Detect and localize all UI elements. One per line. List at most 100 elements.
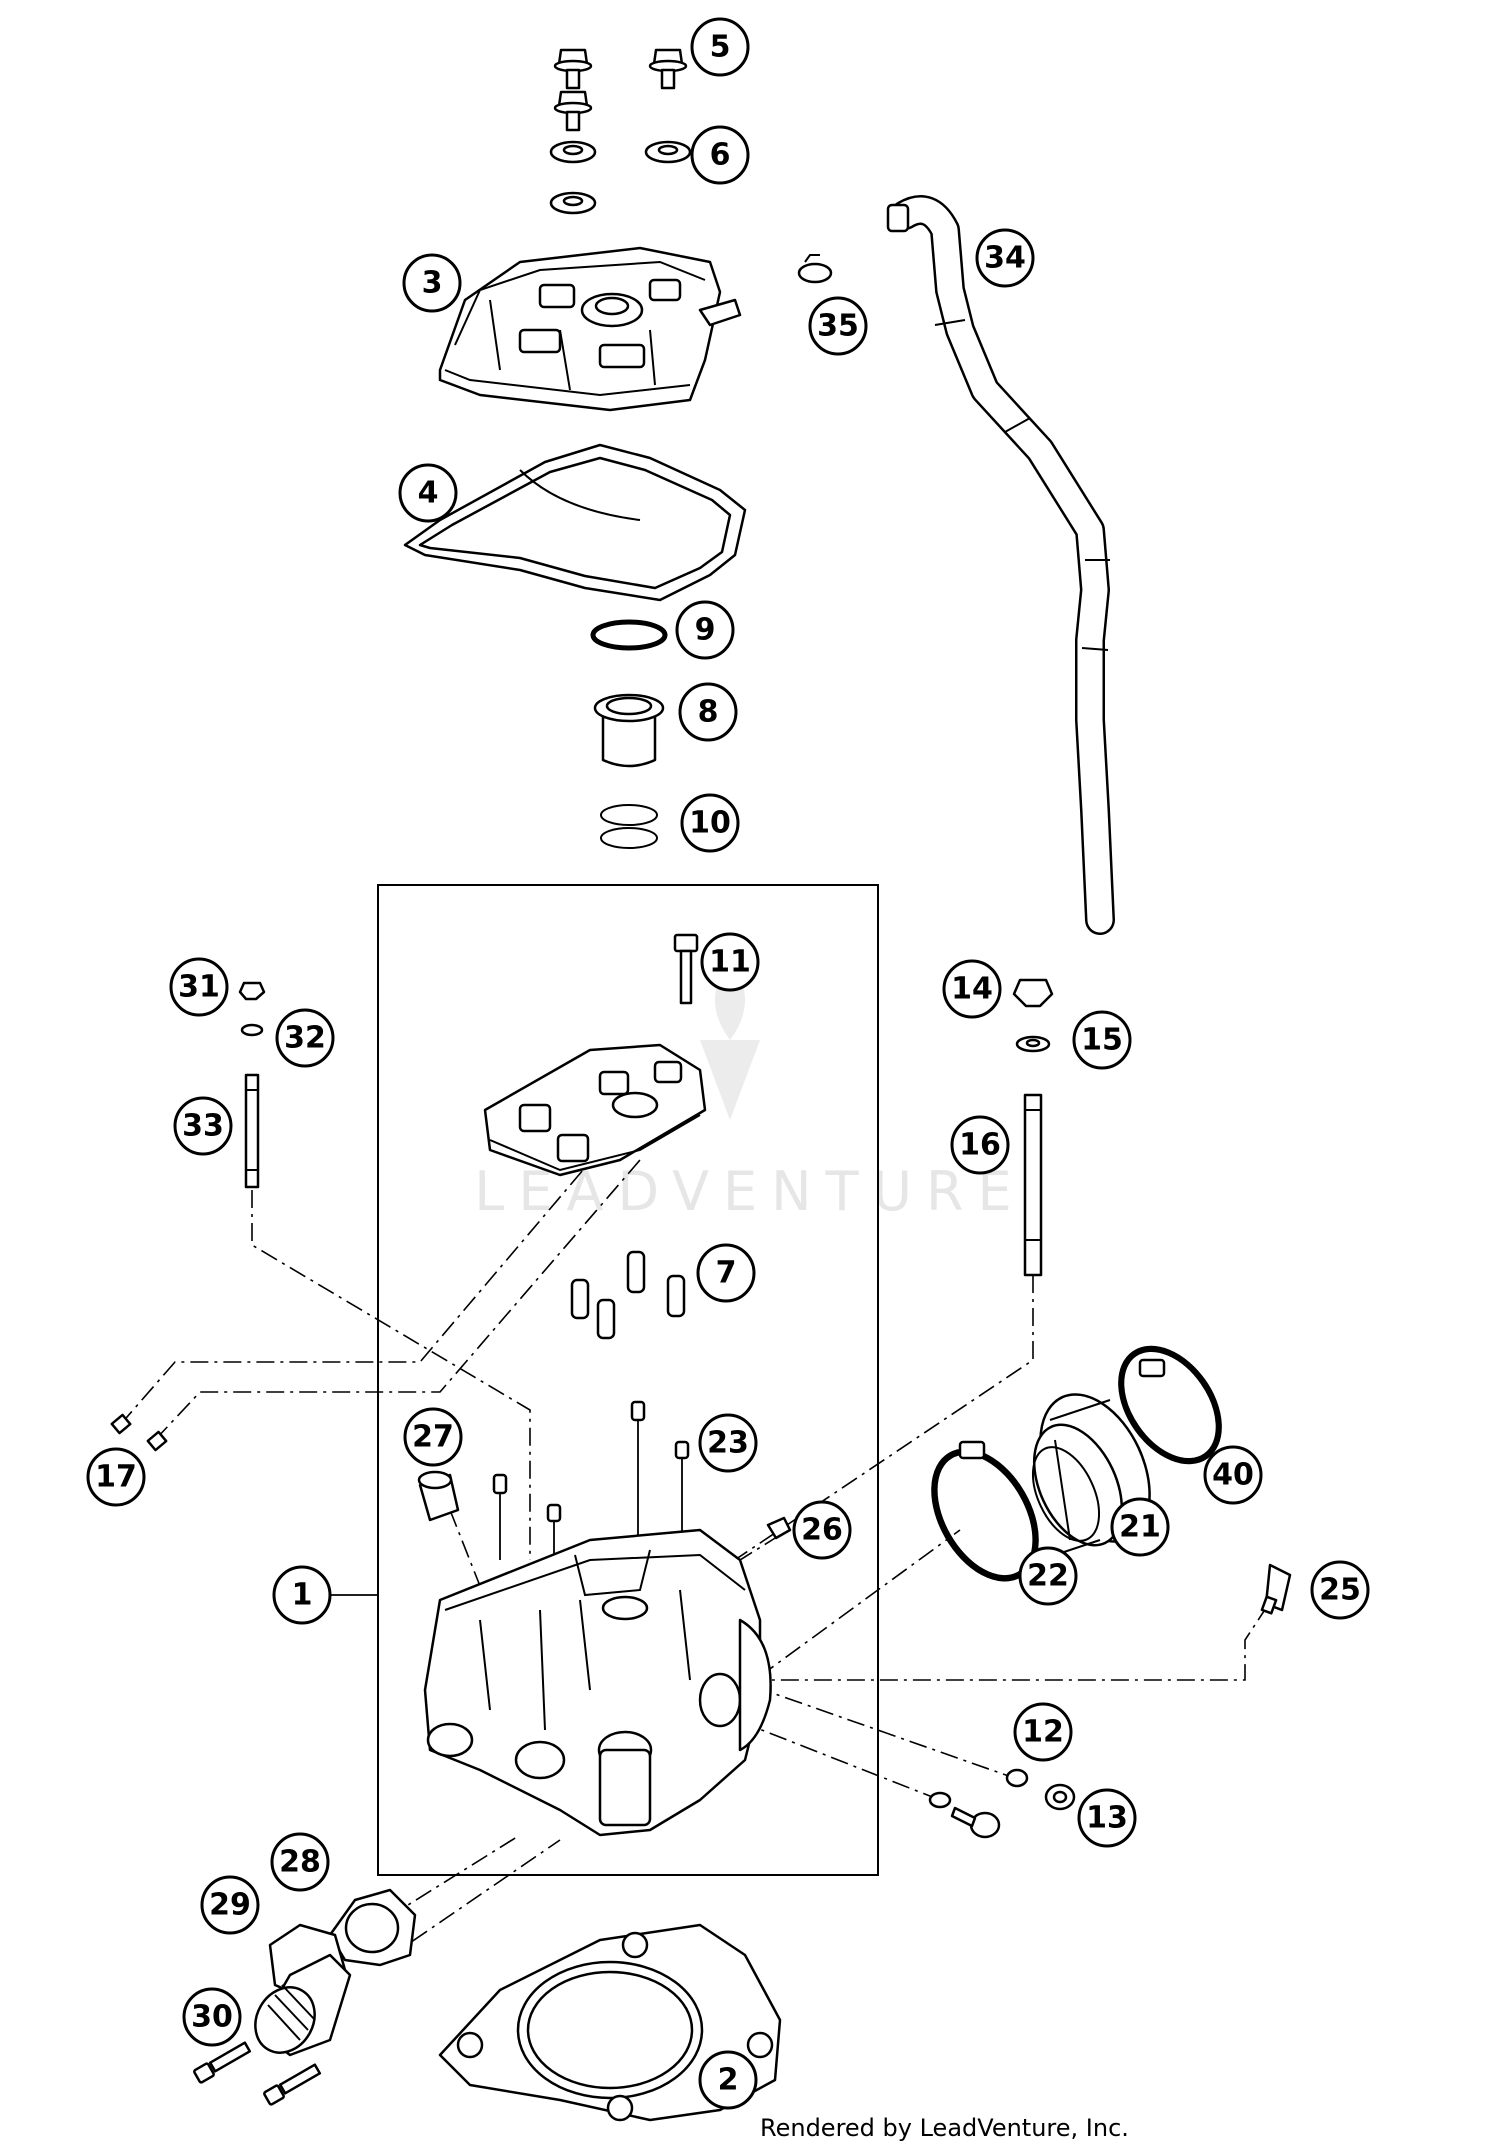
leader-17a: [119, 1149, 601, 1426]
part-29-flange: [254, 1923, 352, 2057]
part-10-orings: [600, 804, 658, 849]
callout-21[interactable]: 21: [1110, 1497, 1170, 1557]
svg-text:5: 5: [710, 30, 731, 65]
part-28-gasket: [328, 1888, 417, 1967]
svg-text:33: 33: [182, 1109, 224, 1144]
part-23-dowels: [492, 1400, 690, 1523]
svg-text:34: 34: [984, 241, 1026, 276]
leader-28: [384, 1839, 561, 1961]
svg-text:23: 23: [707, 1426, 749, 1461]
callout-33[interactable]: 33: [173, 1096, 233, 1156]
svg-text:35: 35: [817, 309, 859, 344]
part-27-fitting: [417, 1470, 460, 1522]
svg-text:6: 6: [710, 138, 731, 173]
leader-bolt: [659, 1689, 941, 1801]
callout-3[interactable]: 3: [402, 253, 462, 313]
part-34-breather-hose: [886, 195, 1115, 935]
part-8-spark-plug-tube: [593, 693, 665, 768]
callout-22[interactable]: 22: [1018, 1546, 1078, 1606]
svg-text:25: 25: [1319, 1573, 1361, 1608]
part-4-gasket: [403, 443, 747, 602]
svg-text:30: 30: [191, 2000, 233, 2035]
svg-text:4: 4: [418, 476, 439, 511]
svg-text:27: 27: [412, 1420, 454, 1455]
callout-15[interactable]: 15: [1072, 1010, 1132, 1070]
part-12-washer: [1005, 1768, 1029, 1788]
leader-33: [251, 1190, 531, 1560]
callout-4[interactable]: 4: [398, 463, 458, 523]
callout-30[interactable]: 30: [182, 1987, 242, 2047]
part-33-stud: [244, 1073, 260, 1189]
part-15-washer: [1015, 1035, 1051, 1053]
svg-text:3: 3: [422, 266, 443, 301]
svg-text:2: 2: [718, 2063, 739, 2098]
cylinder-head-assembly-frame: [377, 884, 879, 1876]
callout-11[interactable]: 11: [700, 932, 760, 992]
part-2-head-gasket: [438, 1923, 782, 2122]
callout-34[interactable]: 34: [975, 228, 1035, 288]
svg-text:8: 8: [698, 695, 719, 730]
part-31-nut: [238, 981, 266, 1001]
part-7-lifters: [570, 1250, 686, 1340]
svg-text:14: 14: [951, 972, 993, 1007]
svg-text:7: 7: [716, 1256, 737, 1291]
callout-16[interactable]: 16: [950, 1115, 1010, 1175]
footer-credit: Rendered by LeadVenture, Inc.: [760, 2114, 1129, 2142]
callout-2[interactable]: 2: [698, 2050, 758, 2110]
part-17-bolts: [110, 1413, 168, 1452]
part-13-plug: [1044, 1783, 1076, 1811]
part-21-intake-boot: [1031, 1393, 1151, 1561]
bolt-with-washer: [928, 1791, 1001, 1839]
part-14-nut: [1012, 978, 1054, 1008]
svg-text:22: 22: [1027, 1559, 1069, 1594]
leader-25: [740, 1604, 1269, 1681]
svg-text:32: 32: [284, 1021, 326, 1056]
part-16-stud: [1023, 1093, 1043, 1277]
part-30-bolts: [193, 2041, 322, 2106]
leader-29: [359, 1834, 521, 1936]
callout-29[interactable]: 29: [200, 1875, 260, 1935]
svg-text:11: 11: [709, 945, 751, 980]
callout-8[interactable]: 8: [678, 682, 738, 742]
callout-14[interactable]: 14: [942, 959, 1002, 1019]
callouts: 1 2 3 4 5 6 7 8 9 10 11 12 13 14 15 16 1…: [86, 17, 1370, 2110]
callout-27[interactable]: 27: [403, 1407, 463, 1467]
callout-35[interactable]: 35: [808, 296, 868, 356]
part-26-plug: [766, 1516, 792, 1540]
callout-32[interactable]: 32: [275, 1008, 335, 1068]
camshaft-carrier: [483, 1043, 707, 1177]
callout-9[interactable]: 9: [675, 600, 735, 660]
callout-10[interactable]: 10: [680, 793, 740, 853]
part-32-washer: [240, 1023, 264, 1037]
svg-text:17: 17: [95, 1460, 137, 1495]
callout-40[interactable]: 40: [1203, 1445, 1263, 1505]
part-25-temperature-sensor: [1260, 1563, 1292, 1615]
part-3-valve-cover: [438, 246, 742, 412]
svg-text:10: 10: [689, 806, 731, 841]
callout-5[interactable]: 5: [690, 17, 750, 77]
svg-text:28: 28: [279, 1845, 321, 1880]
svg-text:13: 13: [1086, 1801, 1128, 1836]
svg-text:40: 40: [1212, 1458, 1254, 1493]
callout-28[interactable]: 28: [270, 1832, 330, 1892]
part-5-bolts: [553, 48, 688, 132]
callout-1[interactable]: 1: [272, 1565, 332, 1625]
callout-7[interactable]: 7: [696, 1243, 756, 1303]
part-9-oring: [590, 619, 668, 651]
svg-text:1: 1: [292, 1578, 313, 1613]
svg-text:21: 21: [1119, 1510, 1161, 1545]
callout-23[interactable]: 23: [698, 1413, 758, 1473]
callout-12[interactable]: 12: [1013, 1702, 1073, 1762]
callout-31[interactable]: 31: [169, 957, 229, 1017]
part-40-clamp: [1118, 1345, 1222, 1465]
callout-25[interactable]: 25: [1310, 1560, 1370, 1620]
callout-13[interactable]: 13: [1077, 1788, 1137, 1848]
part-6-seals: [549, 140, 692, 215]
dowel-leader-lines: [499, 1420, 683, 1580]
callout-6[interactable]: 6: [690, 125, 750, 185]
callout-17[interactable]: 17: [86, 1447, 146, 1507]
callout-26[interactable]: 26: [792, 1500, 852, 1560]
part-35-clamp: [797, 254, 833, 284]
svg-text:29: 29: [209, 1888, 251, 1923]
